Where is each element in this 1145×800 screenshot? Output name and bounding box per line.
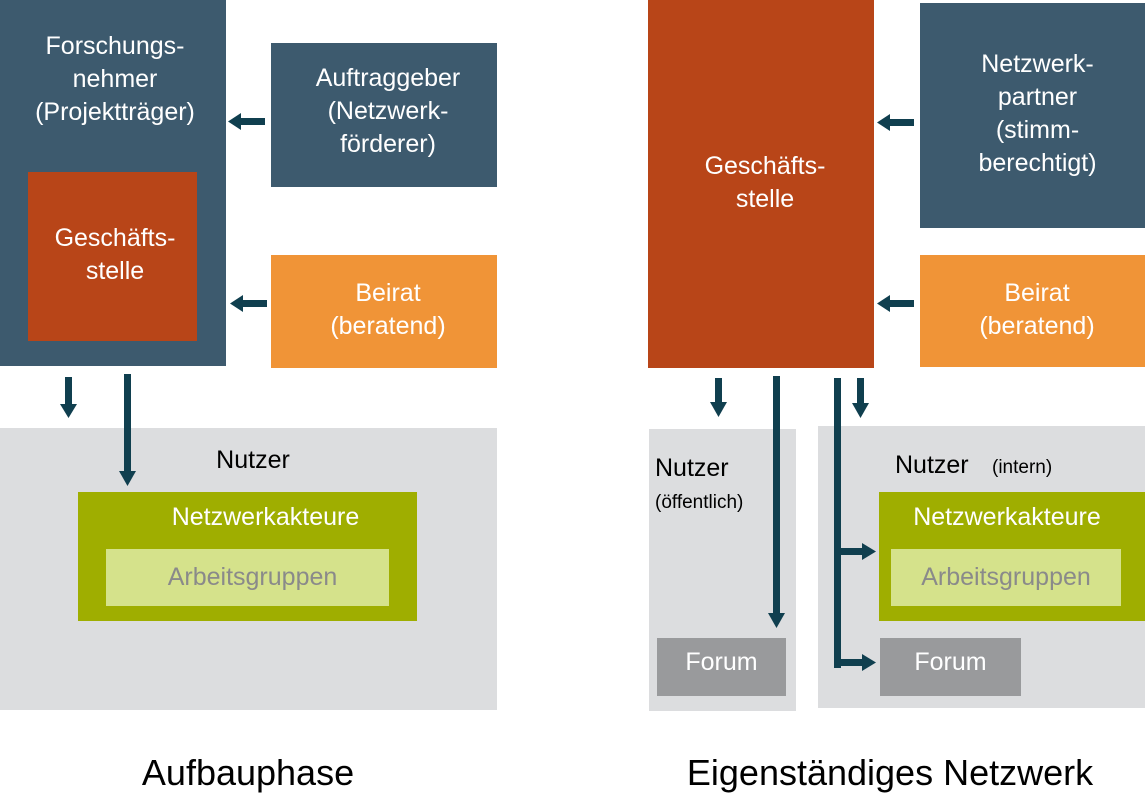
right-internal-users-note: (intern) <box>992 457 1053 478</box>
right-arrow-down-public-forum <box>768 376 785 628</box>
right-arrow-branch-to-actors <box>834 543 876 560</box>
left-advisory-box <box>271 255 497 368</box>
right-public-forum-box <box>657 638 786 696</box>
right-public-users-label: Nutzer <box>655 454 729 482</box>
right-arrow-advisory-to-office <box>877 295 914 312</box>
left-arrow-down-to-actors <box>119 374 136 486</box>
left-working-groups-box <box>106 549 389 606</box>
left-client-label: Auftraggeber (Netzwerk- förderer) <box>315 64 461 158</box>
left-research-contractor-label: Forschungs- nehmer (Projektträger) <box>35 32 195 126</box>
left-office-label: Geschäfts- stelle <box>54 224 176 285</box>
left-phase-caption: Aufbauphase <box>141 752 355 793</box>
right-phase-caption: Eigenständiges Netzwerk <box>686 752 1094 793</box>
left-office-box <box>28 172 197 341</box>
right-arrow-branch-line <box>834 378 841 668</box>
right-arrow-branch-to-forum <box>834 654 876 671</box>
left-arrow-client-to-contractor <box>228 113 265 130</box>
right-office-label: Geschäfts- stelle <box>704 152 826 213</box>
right-advisory-label: Beirat (beratend) <box>979 279 1095 340</box>
right-public-users-note: (öffentlich) <box>655 492 744 513</box>
right-office-box <box>648 0 874 368</box>
right-arrow-down-public-short <box>710 378 727 417</box>
left-client-box <box>271 43 497 187</box>
right-internal-users-label: Nutzer <box>895 451 969 479</box>
left-arrow-down-short <box>60 377 77 418</box>
left-arrow-advisory-to-contractor <box>230 295 267 312</box>
right-advisory-box <box>920 255 1145 367</box>
right-internal-forum-box <box>880 638 1021 696</box>
right-arrow-down-internal-short <box>852 378 869 418</box>
right-working-groups-box <box>891 549 1121 606</box>
left-advisory-label: Beirat (beratend) <box>330 279 446 340</box>
right-network-partners-label: Netzwerk- partner (stimm- berechtigt) <box>978 50 1097 177</box>
left-working-groups-label: Arbeitsgruppen <box>167 563 338 591</box>
right-public-forum-label: Forum <box>685 648 758 676</box>
right-arrow-partners-to-office <box>877 114 914 131</box>
right-network-actors-label: Netzwerkakteure <box>913 503 1101 531</box>
left-users-label: Nutzer <box>216 446 290 474</box>
right-network-partners-box <box>920 3 1145 228</box>
right-internal-forum-label: Forum <box>914 648 987 676</box>
left-network-actors-label: Netzwerkakteure <box>171 503 360 531</box>
right-working-groups-label: Arbeitsgruppen <box>921 563 1091 591</box>
